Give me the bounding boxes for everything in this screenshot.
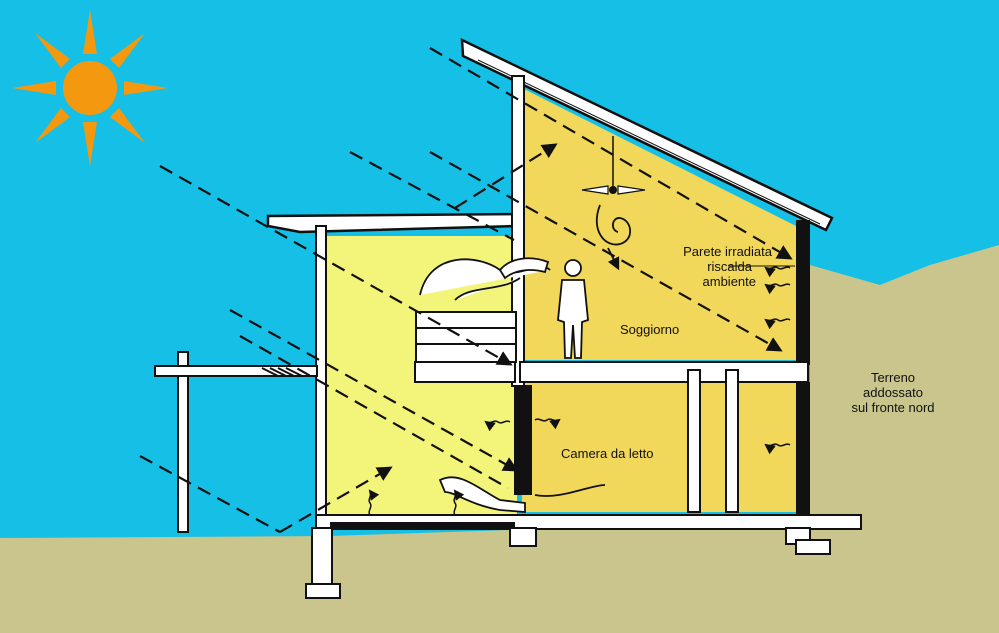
- sun-icon: [12, 10, 168, 166]
- svg-text:Parete irradiata: Parete irradiata: [683, 244, 773, 259]
- terrain-label: Terreno addossato sul fronte nord: [851, 370, 934, 415]
- ceiling-fan-icon: [581, 136, 646, 195]
- person-icon: [557, 259, 589, 359]
- air-swirl-icon: [595, 204, 632, 271]
- pergola: [154, 351, 318, 533]
- north-wall-upper: [796, 220, 810, 365]
- svg-text:Terreno: Terreno: [871, 370, 915, 385]
- foundation-left: [311, 527, 333, 589]
- foundation-middle: [509, 527, 537, 547]
- heat-wave-icon: [368, 266, 791, 516]
- bedroom-column-left: [687, 369, 701, 513]
- interior-mass-wall: [514, 385, 532, 495]
- ground: [0, 245, 999, 633]
- north-wall-lower: [796, 382, 810, 522]
- bedroom-space: [522, 382, 800, 512]
- bedroom-label: Camera da letto: [561, 446, 654, 461]
- wall-heating-label: Parete irradiata riscalda ambiente: [683, 244, 773, 289]
- svg-text:ambiente: ambiente: [703, 274, 756, 289]
- solar-rays: [139, 47, 793, 533]
- svg-text:addossato: addossato: [863, 385, 923, 400]
- living-room-label: Soggiorno: [620, 322, 679, 337]
- main-roof: [460, 37, 834, 232]
- lower-roof: [266, 212, 519, 234]
- living-room-space: [522, 88, 800, 360]
- bedroom-column-right: [725, 369, 739, 513]
- air-flow-arrow-icon: [419, 257, 606, 513]
- upper-floor-slab: [519, 361, 809, 383]
- balcony-slab: [414, 361, 516, 383]
- svg-text:sul fronte nord: sul fronte nord: [851, 400, 934, 415]
